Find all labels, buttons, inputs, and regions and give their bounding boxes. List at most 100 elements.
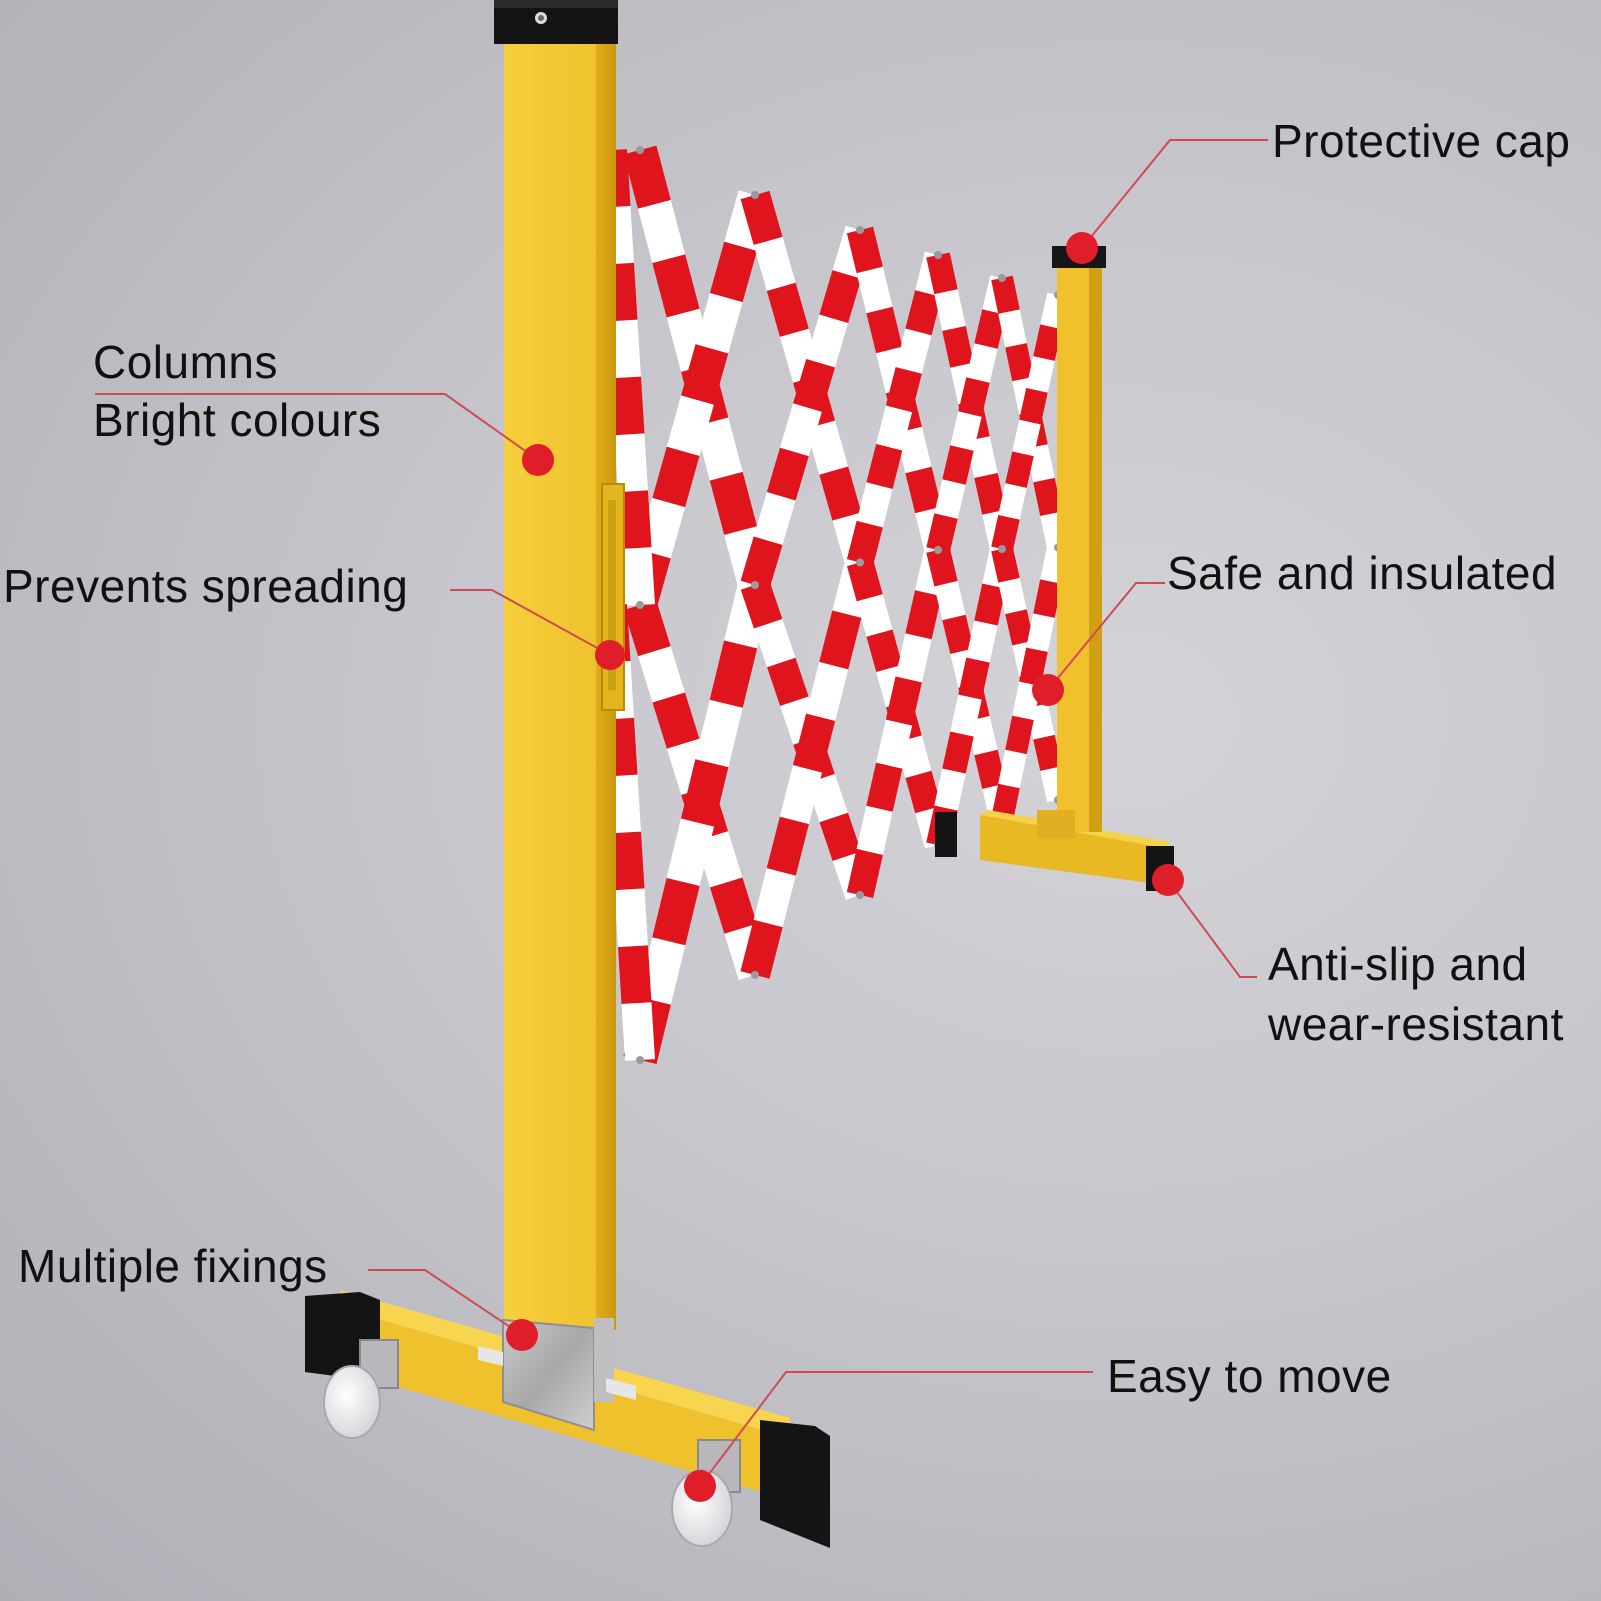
lattice-bar-segment	[1019, 387, 1048, 425]
lattice-bar-segment	[819, 812, 862, 862]
lattice-bar-segment	[895, 328, 932, 374]
lattice-bar-segment	[806, 420, 849, 475]
marker-protective-cap	[1066, 232, 1098, 264]
lattice-bar-segment	[1019, 647, 1048, 686]
lattice-bar-segment	[680, 759, 729, 827]
label-bright-colours: Bright colours	[93, 394, 382, 446]
lattice-bar-segment	[618, 490, 652, 550]
leader-line-multiple-fixings	[368, 1269, 523, 1336]
marker-safe-insulated	[1032, 674, 1064, 706]
lattice-bar-segment	[974, 472, 1006, 515]
lattice-bar-segment	[819, 270, 862, 324]
lattice-bar-segment	[991, 546, 1020, 583]
lattice-bar-segment	[998, 749, 1027, 789]
lattice-bar-segment	[621, 547, 655, 606]
lattice-bar-segment	[709, 640, 758, 708]
lattice-bar-segment	[856, 805, 893, 855]
lattice-bar-segment	[950, 411, 982, 451]
lattice-bar-segment	[623, 599, 671, 657]
end-post	[935, 246, 1174, 891]
lattice-bar-segment	[974, 749, 1006, 790]
marker-columns	[522, 444, 554, 476]
lattice-bar-segment	[846, 520, 883, 566]
lattice-bar-segment	[604, 717, 638, 777]
pivot-bolt	[934, 546, 942, 554]
lattice-bar-segment	[991, 275, 1020, 314]
lattice-bar-segment	[942, 445, 974, 485]
lattice-bar-segment	[753, 236, 796, 291]
lattice-bar-segment	[998, 577, 1027, 615]
lattice-bar-segment	[806, 773, 848, 823]
pivot-bolt	[934, 251, 942, 259]
lattice-bar-segment	[876, 405, 913, 451]
lattice-bar-segment	[934, 580, 966, 621]
lattice-bar-segment	[652, 877, 700, 946]
lattice-bar-segment	[1040, 292, 1069, 330]
leader-line-prevents-spreading	[450, 589, 611, 656]
lattice-bar-segment	[905, 466, 942, 514]
lattice-bar-segment	[652, 254, 700, 318]
lattice-bar-segment	[638, 497, 686, 559]
lattice-bar-segment	[856, 482, 893, 528]
pivot-bolt	[751, 581, 759, 589]
lattice-bar-segment	[793, 358, 836, 412]
pivot-bolt	[856, 891, 864, 899]
lattice-bar-segment	[779, 765, 823, 825]
pivot-bolt	[636, 1056, 644, 1064]
lattice-bar-segment	[681, 344, 729, 405]
label-prevents-spreading: Prevents spreading	[3, 560, 409, 612]
pivot-bolt	[856, 226, 864, 234]
lattice-bar-segment	[623, 145, 671, 209]
marker-easy-to-move	[684, 1470, 716, 1502]
lattice-bar-segment	[709, 241, 757, 303]
lattice-bar-segment	[806, 661, 849, 721]
base-with-wheels	[305, 1290, 830, 1548]
leader-line-safe-insulated	[1047, 582, 1165, 691]
lattice-bar-segment	[695, 831, 743, 888]
lattice-bar-segment	[604, 262, 638, 322]
lattice-bar-segment	[885, 366, 922, 413]
expandable-scissor-lattice	[597, 145, 1069, 1065]
lattice-bar-segment	[740, 536, 783, 590]
lattice-bar-segment	[666, 395, 714, 456]
label-easy-to-move: Easy to move	[1107, 1350, 1392, 1402]
lattice-bar-segment	[819, 610, 862, 670]
lattice-bar-segment	[926, 252, 958, 295]
leader-line-anti-slip	[1167, 879, 1257, 978]
lattice-bar-segment	[611, 376, 645, 436]
lattice-bar-segment	[958, 377, 990, 417]
lattice-bar-segment	[866, 629, 903, 673]
lattice-bar-segment	[766, 816, 809, 876]
lattice-bar-segment	[998, 483, 1027, 520]
lattice-bar-segment	[600, 205, 634, 265]
lattice-bar-segment	[942, 614, 974, 655]
lattice-bar-segment	[974, 583, 1006, 626]
lattice-bar-segment	[895, 426, 932, 474]
marker-anti-slip	[1152, 864, 1184, 896]
marker-prevents-spreading	[595, 640, 625, 670]
lattice-bar-segment	[611, 831, 645, 891]
lattice-bar-segment	[1026, 356, 1055, 393]
lattice-bar-segment	[766, 447, 809, 501]
lattice-bar-segment	[695, 292, 743, 354]
lattice-bar-segment	[637, 937, 686, 1005]
lattice-bar-segment	[767, 657, 809, 707]
leader-line-columns	[95, 393, 539, 461]
leader-line-protective-cap	[1081, 139, 1268, 249]
lattice-bar-segment	[926, 513, 958, 553]
lattice-bar-segment	[753, 868, 796, 928]
lattice-bar-segment	[991, 514, 1020, 552]
marker-multiple-fixings	[506, 1319, 538, 1351]
lattice-bar-segment	[710, 877, 757, 934]
pivot-bolt	[751, 191, 759, 199]
lattice-bar-segment	[652, 692, 700, 749]
label-columns: Columns	[93, 336, 279, 388]
lattice-bar-segment	[958, 657, 990, 700]
lattice-bar-segment	[614, 433, 648, 493]
leader-line-easy-to-move	[699, 1371, 1093, 1487]
lattice-bar-segment	[621, 1002, 655, 1061]
lattice-bar-segment	[740, 919, 783, 979]
lattice-bar-segment	[1026, 444, 1055, 483]
lattice-bar-segment	[766, 282, 809, 337]
lattice-bar-segment	[846, 848, 883, 898]
